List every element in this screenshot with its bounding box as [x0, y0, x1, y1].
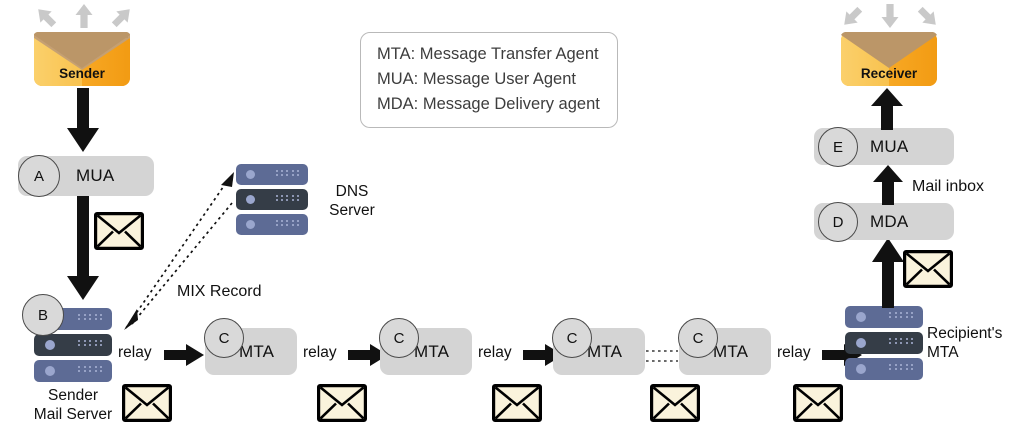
recipient-mta-label: Recipient's MTA — [927, 324, 1015, 363]
node-mta-1-label: MTA — [239, 341, 275, 361]
node-mta-2-label: MTA — [414, 341, 450, 361]
envelope-icon — [94, 212, 144, 255]
envelope-icon — [492, 384, 542, 427]
sender-label: Sender — [59, 66, 105, 81]
sender-outbound-arrows — [30, 2, 138, 32]
step-badge-c4: C — [678, 318, 718, 358]
node-mta-4-label: MTA — [713, 341, 749, 361]
mix-record-label: MIX Record — [177, 283, 262, 300]
mail-inbox-label: Mail inbox — [912, 178, 985, 195]
legend-line-mda: MDA: Message Delivery agent — [377, 95, 600, 114]
legend-line-mua: MUA: Message User Agent — [377, 70, 576, 89]
envelope-icon — [122, 384, 172, 427]
relay-label-2: relay — [303, 344, 337, 361]
dns-server-label-line2: Server — [329, 202, 375, 220]
recipient-mta-label-line1: Recipient's — [927, 325, 1003, 342]
sender-mail-server-label-line2: Mail Server — [33, 406, 113, 424]
relay-label-1: relay — [118, 344, 152, 361]
step-badge-c1: C — [204, 318, 244, 358]
recipient-mta-server-icon — [845, 306, 923, 381]
sender-mail-server-label: Sender Mail Server — [18, 386, 128, 425]
arrow-relay-2 — [348, 344, 388, 371]
receiver-label: Receiver — [860, 66, 918, 81]
node-mua-sender-label: MUA — [76, 166, 115, 185]
dns-server-icon — [236, 164, 308, 236]
step-badge-d: D — [818, 202, 858, 242]
arrow-mda-to-mua — [872, 165, 904, 210]
acronym-legend: MTA: Message Transfer Agent MUA: Message… — [360, 32, 618, 128]
node-mda-label: MDA — [870, 211, 909, 231]
step-badge-e: E — [818, 127, 858, 167]
envelope-icon — [793, 384, 843, 427]
dns-query-response-arrows — [104, 170, 244, 335]
mta-chain-ellipsis — [646, 346, 678, 371]
envelope-icon — [317, 384, 367, 427]
step-badge-b: B — [22, 294, 64, 336]
arrow-relay-1 — [164, 344, 204, 371]
step-badge-c3: C — [552, 318, 592, 358]
arrow-mua-to-receiver — [870, 88, 904, 135]
receiver-envelope-icon: Receiver — [841, 31, 937, 91]
envelope-icon — [650, 384, 700, 427]
arrow-mua-to-mailserver — [66, 196, 100, 307]
arrow-mta-to-mda — [871, 238, 905, 313]
envelope-icon — [903, 250, 953, 293]
recipient-mta-label-line2: MTA — [927, 344, 959, 362]
relay-label-4: relay — [777, 344, 811, 361]
sender-mail-server-label-line1: Sender — [48, 387, 98, 404]
receiver-inbound-arrows — [836, 2, 944, 32]
step-badge-c2: C — [379, 318, 419, 358]
legend-line-mta: MTA: Message Transfer Agent — [377, 45, 599, 63]
node-mta-3-label: MTA — [587, 341, 623, 361]
step-badge-a: A — [18, 155, 60, 197]
arrow-sender-to-mua — [66, 88, 100, 159]
dns-server-label: DNS Server — [313, 182, 391, 221]
dns-server-label-line1: DNS — [335, 183, 369, 200]
node-mua-receiver-label: MUA — [870, 136, 909, 156]
sender-envelope-icon: Sender — [34, 31, 130, 91]
relay-label-3: relay — [478, 344, 512, 361]
